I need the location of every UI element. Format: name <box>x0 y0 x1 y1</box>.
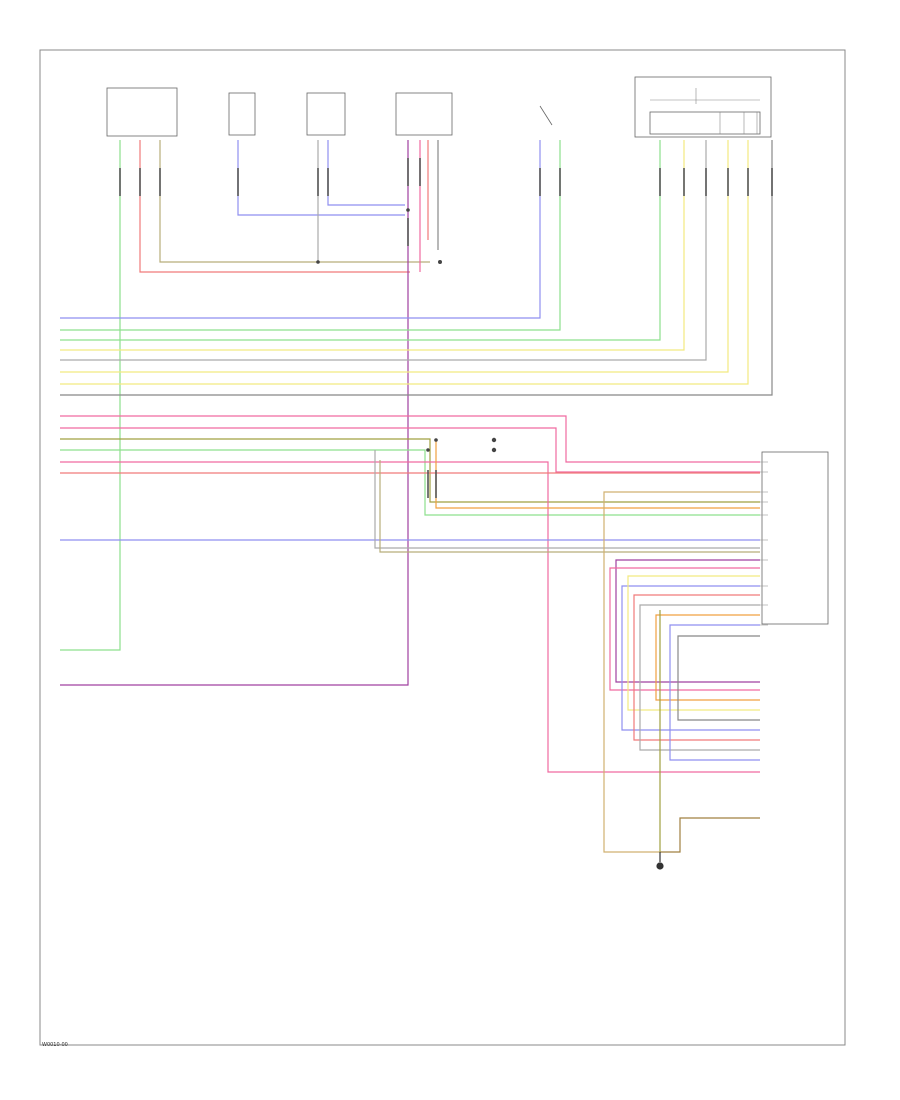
wire-blue-right-1 <box>621 585 760 731</box>
wire-blue-right-2 <box>669 624 760 761</box>
component-box-5-details <box>650 88 760 134</box>
component-box-3 <box>306 92 346 136</box>
wire-gray-bus <box>374 450 760 549</box>
wire-yellow-right-1 <box>627 575 760 711</box>
wire-purple-main <box>60 140 409 686</box>
wire-pink-bus-2 <box>60 427 760 473</box>
wire-red-top <box>139 140 410 273</box>
component-boxes <box>106 76 829 625</box>
sensor-arrow <box>539 105 553 126</box>
wire-orange-right-1 <box>655 614 760 701</box>
wire-gray-box5-2 <box>60 140 773 396</box>
component-box-5 <box>634 76 772 138</box>
wire-orange-bus <box>435 440 760 509</box>
wire-tan-right-1 <box>603 491 760 853</box>
wire-gray-right-2 <box>677 635 760 721</box>
connector-pins <box>760 461 768 626</box>
connector-stubs <box>119 158 773 498</box>
wire-yellow-box5-3 <box>60 140 749 385</box>
component-box-2 <box>228 92 256 136</box>
wire-green-box5 <box>60 140 661 341</box>
wire-green-bus <box>60 449 760 516</box>
wire-pink-bus-1 <box>60 415 760 463</box>
component-box-4 <box>395 92 453 136</box>
connector-box-right <box>761 451 829 625</box>
wire-pink-right-1 <box>609 567 760 691</box>
wire-green-left <box>60 140 121 651</box>
wire-blue-top-2 <box>327 140 405 206</box>
diagram-frame <box>39 49 846 1046</box>
splice-dots <box>316 208 497 453</box>
component-box-5-inner <box>649 111 761 135</box>
wire-yellow-box5-1 <box>60 140 685 351</box>
wire-tan-top <box>159 140 430 263</box>
wire-green-sensor <box>60 140 561 331</box>
wire-pink-bus-3 <box>60 461 760 773</box>
wire-tan-bus <box>379 460 760 553</box>
wire-blue-sensor <box>60 140 541 319</box>
wire-purple-right-1 <box>615 559 760 683</box>
wire-red-right-1 <box>633 594 760 741</box>
wire-olive-bus <box>60 438 760 503</box>
ground-symbol <box>656 852 664 870</box>
wire-blue-top-1 <box>237 140 405 216</box>
wire-gray-box5 <box>60 140 707 361</box>
wire-gray-right-1 <box>639 604 760 751</box>
wire-brown-ground <box>660 817 760 853</box>
wire-yellow-box5-2 <box>60 140 729 373</box>
footer-code: W0010-00 <box>42 1042 68 1048</box>
component-box-1 <box>106 87 178 137</box>
